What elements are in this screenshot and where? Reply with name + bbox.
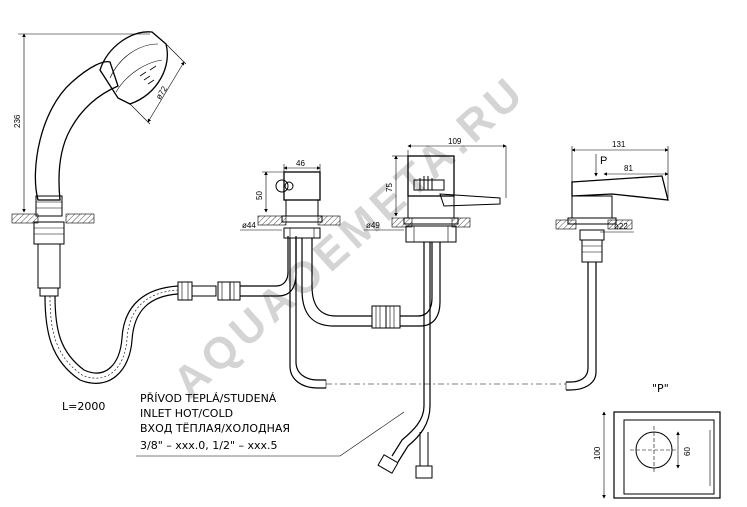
mixer: 46 50 ø44: [240, 159, 372, 389]
inlet-note-line2: INLET HOT/COLD: [140, 407, 233, 420]
shower-hose: [44, 285, 179, 384]
inlet-note-line4: 3/8" – xxx.0, 1/2" – xxx.5: [140, 439, 278, 452]
shower-nozzles: [139, 65, 157, 85]
shower-holder: [35, 195, 63, 217]
dim-spout-width: 131: [612, 140, 626, 149]
spout-body: [571, 175, 669, 201]
spout: 131 81 P ø22: [555, 140, 669, 391]
dim-shower-diameter: ø72: [154, 84, 169, 101]
dim-shower-height: 236: [13, 114, 22, 128]
dim-spout-base: ø22: [614, 222, 628, 231]
dim-diverter-base: ø49: [366, 221, 380, 230]
hose-connector: [177, 236, 297, 301]
mixer-body: [283, 171, 321, 201]
detail-p: "P" 100 60: [593, 382, 721, 499]
spout-view-marker: P: [600, 155, 607, 167]
detail-p-title: "P": [652, 382, 669, 395]
dim-mixer-width: 46: [296, 159, 305, 168]
shower-nut: [33, 221, 65, 245]
hose-length-label: L=2000: [62, 400, 105, 413]
mixer-knob: [275, 179, 289, 193]
deck-hatch-left: [11, 213, 39, 224]
inlet-note-line1: PŘÍVOD TEPLÁ/STUDENÁ: [140, 392, 277, 405]
pipe-connector: [371, 242, 441, 329]
deck-hatch-left-2: [65, 213, 95, 224]
dim-diverter-width: 109: [448, 137, 462, 146]
dim-detail-inner: 60: [683, 447, 692, 456]
dim-detail-height: 100: [593, 446, 602, 460]
dim-mixer-base: ø44: [242, 221, 256, 230]
dim-diverter-height: 75: [385, 183, 394, 192]
inlet-note-line3: ВХОД ТЁПЛАЯ/ХОЛОДНАЯ: [140, 422, 290, 435]
dim-mixer-height: 50: [255, 191, 264, 200]
hand-shower: 236 ø72 L=2000: [11, 31, 187, 413]
dim-spout-projection: 81: [624, 164, 633, 173]
watermark: AQUAOEMETA.RU: [164, 66, 535, 407]
shower-shank: [37, 243, 61, 289]
diverter: 109 75 ø49: [364, 137, 507, 479]
shower-handle: [34, 60, 119, 201]
diverter-lever: [439, 193, 501, 207]
detail-p-outline: [613, 411, 721, 499]
inlet-note: PŘÍVOD TEPLÁ/STUDENÁ INLET HOT/COLD ВХОД…: [136, 392, 405, 457]
